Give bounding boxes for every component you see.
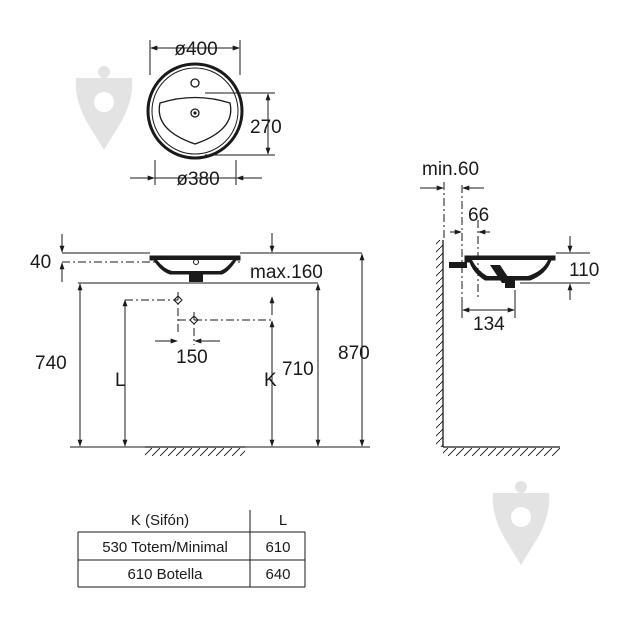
label-K: K xyxy=(264,370,277,391)
height-740-label: 740 xyxy=(35,353,67,374)
min-gap-label: min.60 xyxy=(422,159,479,180)
top-view xyxy=(130,40,275,185)
height-870-label: 870 xyxy=(338,343,370,364)
offset-66-label: 66 xyxy=(468,205,489,226)
outer-diameter-label: ø400 xyxy=(174,39,217,60)
depth-label: 270 xyxy=(250,117,282,138)
siphon-table xyxy=(77,510,306,588)
tag-drop-icon xyxy=(75,66,133,150)
width-134-label: 134 xyxy=(473,314,505,335)
tag-drop-icon xyxy=(492,481,550,565)
table-cell-k-1: 530 Totem/Minimal xyxy=(102,539,228,556)
rim-height-label: 40 xyxy=(30,252,51,273)
max-depth-label: max.160 xyxy=(250,262,323,283)
table-cell-l-2: 640 xyxy=(265,566,290,583)
table-header-l: L xyxy=(279,512,287,529)
inner-diameter-label: ø380 xyxy=(176,169,219,190)
depth-110-label: 110 xyxy=(569,260,599,281)
table-cell-l-1: 610 xyxy=(265,539,290,556)
table-cell-k-2: 610 Botella xyxy=(127,566,203,583)
spacing-150-label: 150 xyxy=(176,347,208,368)
label-L: L xyxy=(115,370,126,391)
side-view xyxy=(420,182,590,456)
table-header-k: K (Sifón) xyxy=(131,512,189,529)
height-710-label: 710 xyxy=(282,359,314,380)
front-view xyxy=(59,233,370,456)
